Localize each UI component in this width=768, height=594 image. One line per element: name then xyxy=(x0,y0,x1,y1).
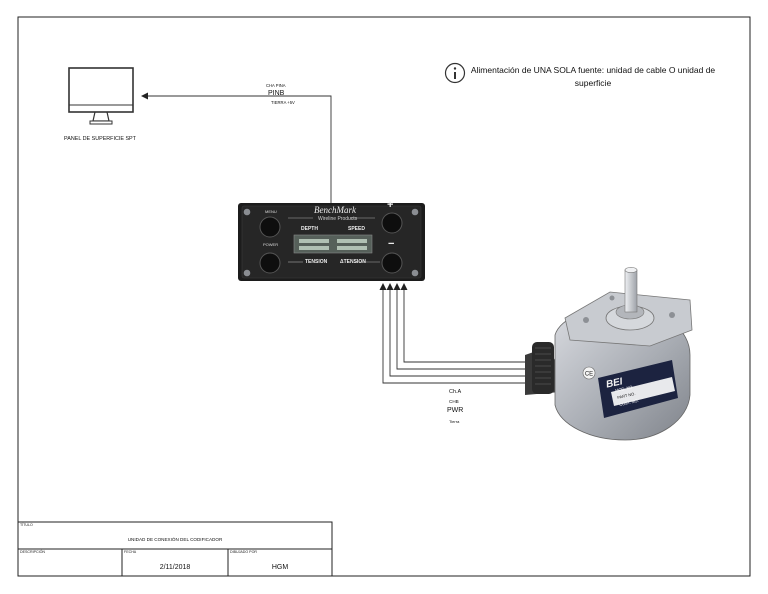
titulo-label: TÍTULO xyxy=(20,523,33,527)
minus-label: − xyxy=(388,238,395,250)
dibujado-label: DIBUJADO POR xyxy=(230,550,257,554)
depth-label: DEPTH xyxy=(301,226,318,232)
encoder-cable-lines xyxy=(379,283,525,384)
top-cable-line xyxy=(141,92,332,203)
speed-label: SPEED xyxy=(348,226,365,232)
monitor-icon xyxy=(68,67,134,125)
tension-label: TENSION xyxy=(305,259,328,265)
title-block-dibujado: DIBUJADO POR HGM xyxy=(228,549,332,576)
plus-label: + xyxy=(387,199,394,211)
controller-brand: BenchMark xyxy=(314,205,356,215)
encoder-cable-label-cha: Ch.A xyxy=(449,389,462,395)
power-note: Alimentación de UNA SOLA fuente: unidad … xyxy=(470,65,716,88)
encoder-cable-label-chb: CHB xyxy=(449,399,459,404)
title-block-frame xyxy=(17,521,333,577)
info-icon xyxy=(444,62,466,84)
dibujado-value: HGM xyxy=(271,564,289,571)
monitor-label: PANEL DE SUPERFICIE SPT xyxy=(64,136,136,142)
top-cable-label-pinb: PINB xyxy=(268,90,285,97)
encoder-cable-label-tierra: Tierra xyxy=(449,419,460,424)
encoder-cable-label-pwr: PWR xyxy=(447,407,464,414)
sheet-border xyxy=(17,16,751,577)
title-block-descripcion: DESCRIPCIÓN xyxy=(18,549,122,576)
fecha-label: FECHA xyxy=(124,550,137,554)
controller-panel xyxy=(238,203,425,281)
controller-subtitle: Wireline Products xyxy=(318,216,358,222)
power-label: POWER xyxy=(263,242,279,247)
menu-label: MENU xyxy=(265,209,277,214)
titulo-value: UNIDAD DE CONEXIÓN DEL CODIFICADOR xyxy=(127,537,223,542)
top-cable-label-cha: CHA PINA xyxy=(266,83,286,88)
top-cable-label-tierra: TIERRA +5V xyxy=(271,100,295,105)
fecha-value: 2/11/2018 xyxy=(159,564,191,571)
delta-tension-label: ΔTENSION xyxy=(340,259,366,265)
svg-text:CE: CE xyxy=(585,372,593,378)
descripcion-label: DESCRIPCIÓN xyxy=(20,550,45,554)
title-block-titulo: TÍTULO UNIDAD DE CONEXIÓN DEL CODIFICADO… xyxy=(18,522,332,549)
title-block-fecha: FECHA 2/11/2018 xyxy=(122,549,228,576)
encoder-device: CE xyxy=(525,267,693,441)
